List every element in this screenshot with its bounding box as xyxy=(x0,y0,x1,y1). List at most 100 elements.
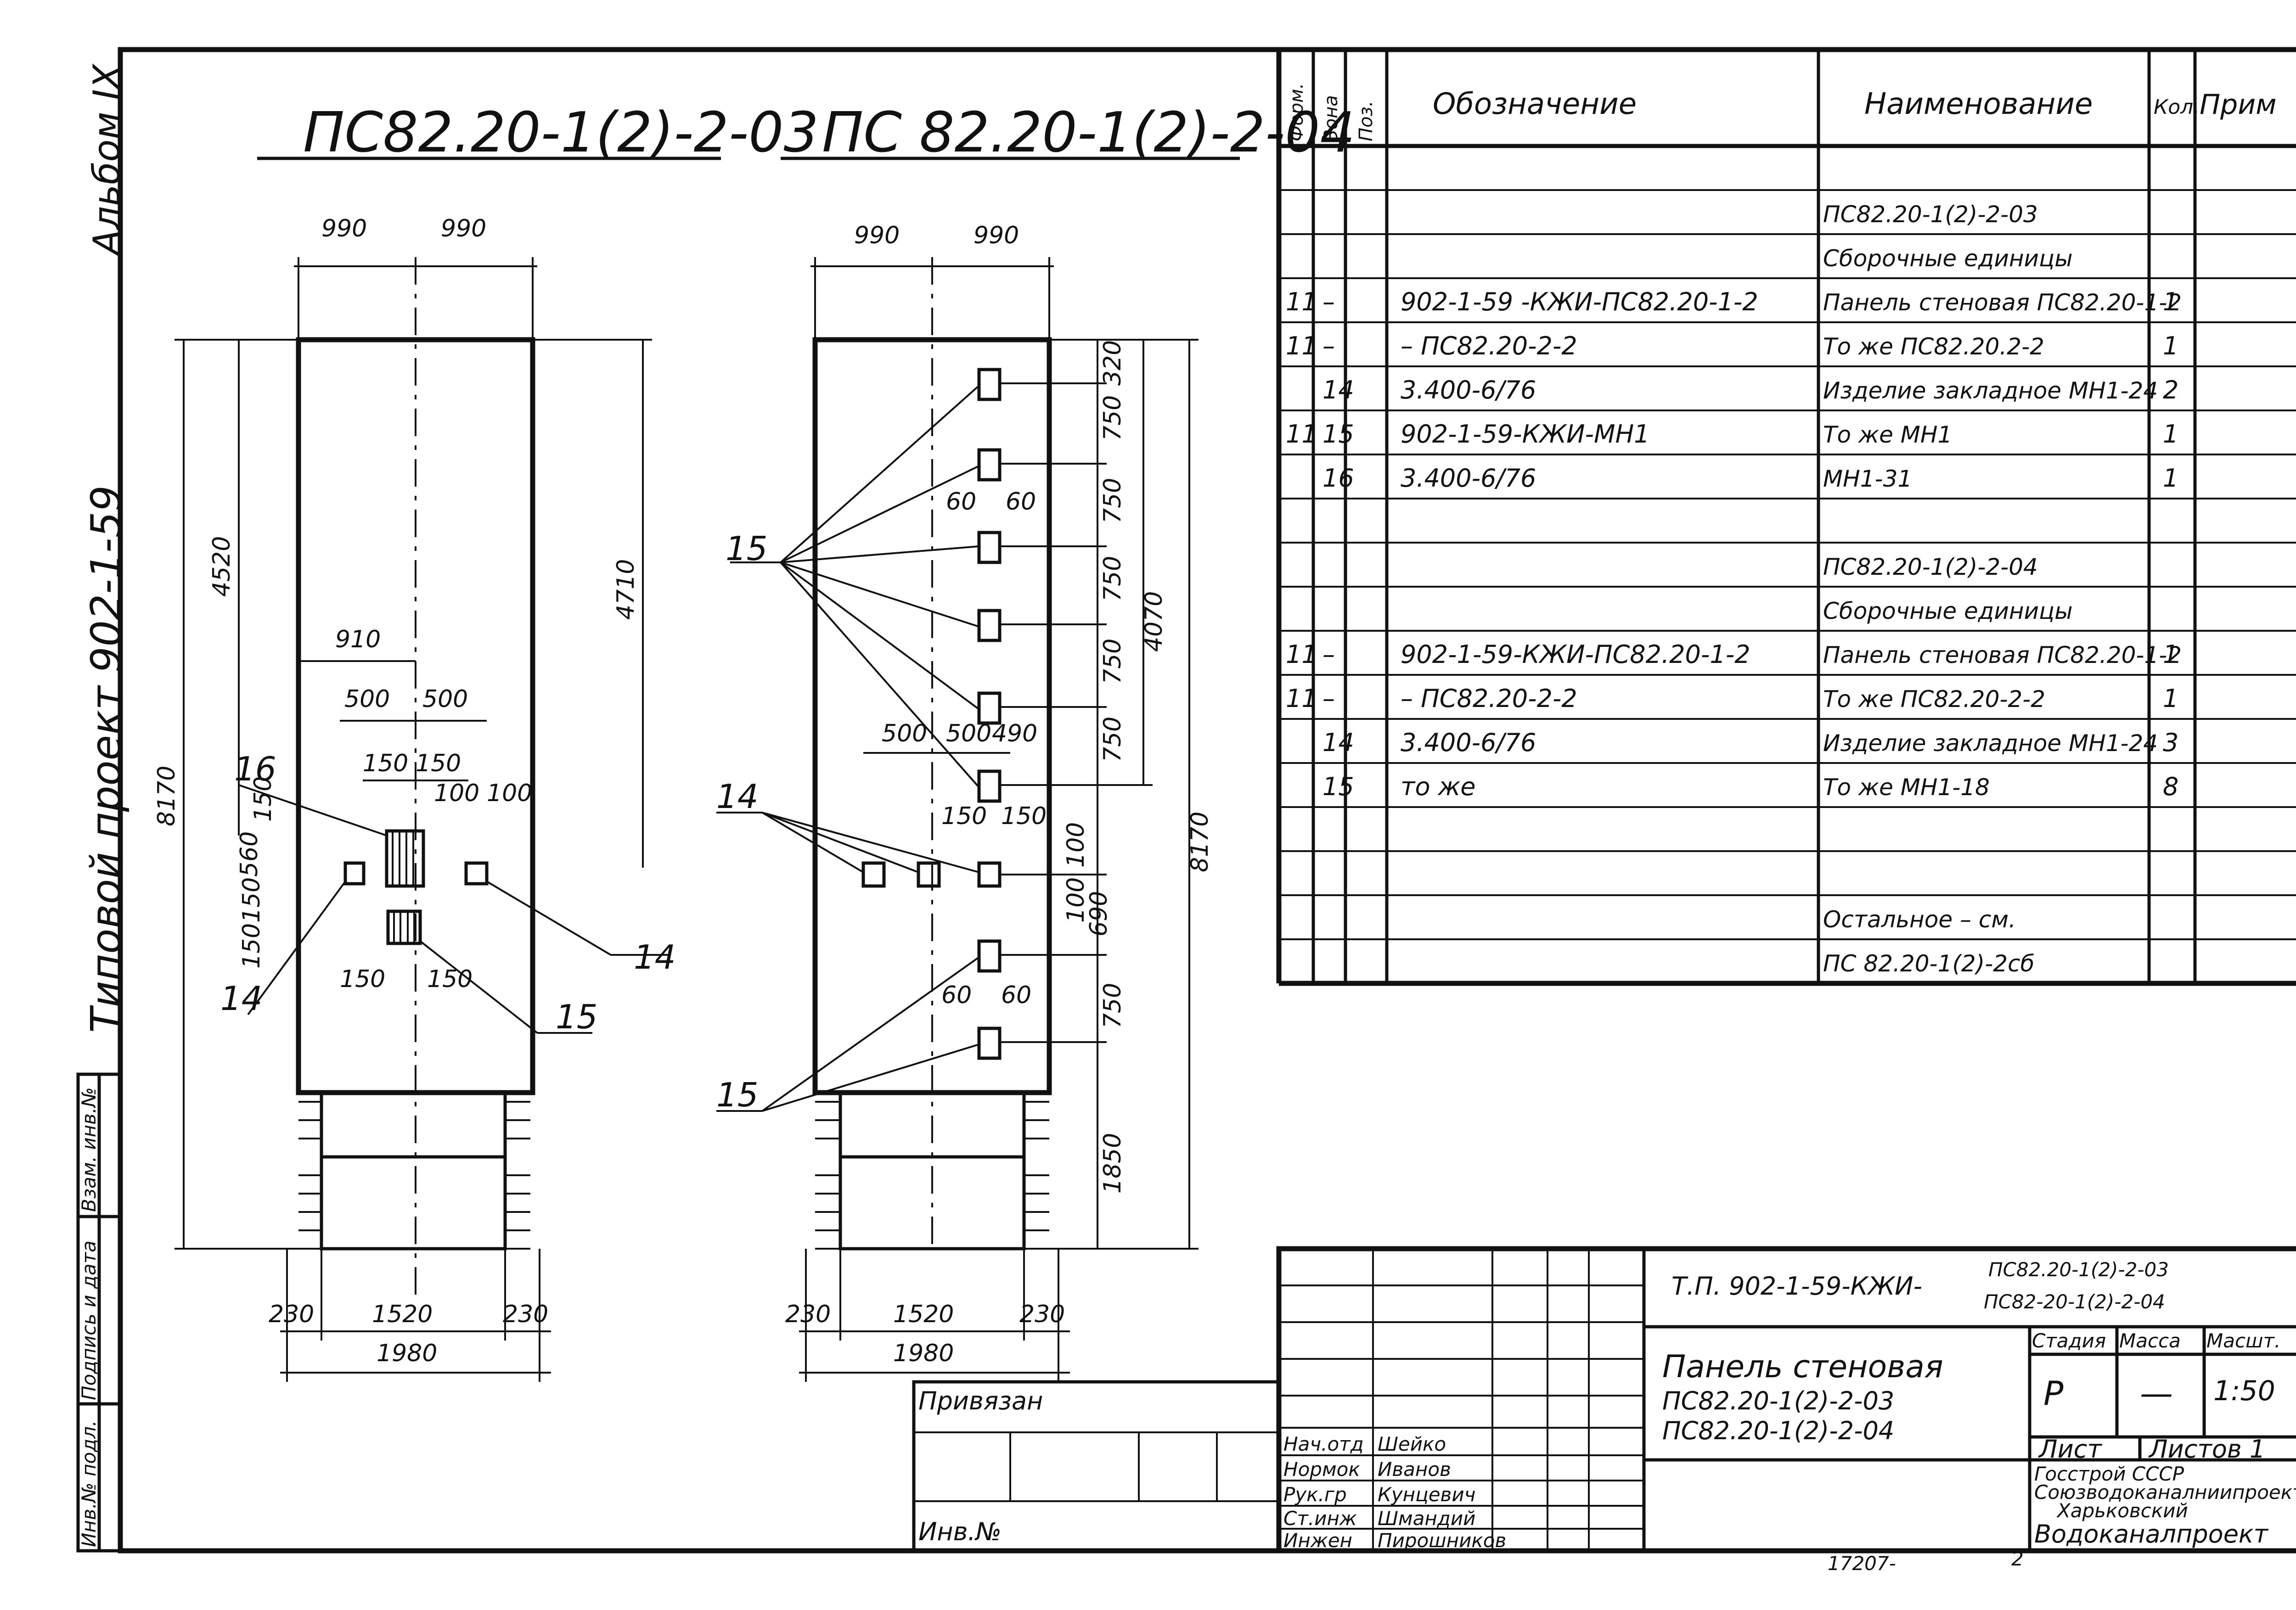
cell-zone: – xyxy=(1322,331,1335,360)
doc-number: 17207- xyxy=(1828,1552,1896,1575)
cell-name: То же МН1-18 xyxy=(1823,774,1990,801)
callout-14: 14 xyxy=(634,938,676,976)
project-label: Типовой проект 902-1-59 xyxy=(82,485,130,1033)
cell-name: ПС 82.20-1(2)-2сб xyxy=(1823,950,2034,977)
cell-designation: 902-1-59 -КЖИ-ПС82.20-1-2 xyxy=(1401,287,1758,316)
embedded-part-14-left xyxy=(343,861,366,886)
view-1-title: ПС82.20-1(2)-2-03 xyxy=(303,101,819,165)
staff-name: Иванов xyxy=(1378,1458,1451,1481)
embedded-part-15 xyxy=(977,691,1002,725)
dim-text: 560 xyxy=(236,831,263,877)
sheets-label: Листов 1 xyxy=(2148,1435,2265,1464)
staff-name: Шейко xyxy=(1378,1433,1446,1455)
org-line: Харьковский xyxy=(2056,1499,2188,1522)
view-panel-04: ПС 82.20-1(2)-2-04 xyxy=(716,101,1355,1382)
cell-zone: 14 xyxy=(1322,376,1354,404)
dim-text: 4710 xyxy=(612,559,640,620)
cell-format: 11 xyxy=(1286,287,1317,316)
dim-text: 230 xyxy=(785,1301,831,1328)
embedded-part-15 xyxy=(977,368,1002,401)
cell-format: 11 xyxy=(1286,420,1317,449)
cell-qty: 3 xyxy=(2163,728,2178,757)
side-stamp: Альбом IX Типовой проект 902-1-59 Инв.№ … xyxy=(76,63,130,1553)
cell-name: То же ПС82.20-2-2 xyxy=(1823,686,2045,712)
dim-text: 150 xyxy=(340,965,385,993)
scale-value: 1:50 xyxy=(2213,1375,2275,1407)
dim-text: 150 xyxy=(238,923,265,969)
staff-role: Нач.отд xyxy=(1283,1433,1364,1455)
page-number: 2 xyxy=(2011,1548,2024,1570)
cell-zone: 15 xyxy=(1322,772,1354,801)
doc-code-b: ПС82-20-1(2)-2-04 xyxy=(1984,1290,2165,1313)
cell-designation: – ПС82.20-2-2 xyxy=(1401,331,1577,360)
header-name: Наименование xyxy=(1864,87,2093,121)
cell-designation: 3.400-6/76 xyxy=(1401,464,1536,493)
embedded-part-15 xyxy=(977,448,1002,482)
dim-text: 1980 xyxy=(893,1340,954,1367)
embedded-part-16 xyxy=(385,829,425,888)
cell-designation: 3.400-6/76 xyxy=(1401,728,1536,757)
dim-text: 750 xyxy=(1099,395,1126,441)
bound-label: Привязан xyxy=(918,1386,1043,1415)
dim-text: 150 xyxy=(416,750,461,777)
dim-text: 4070 xyxy=(1140,591,1168,652)
dim-text: 150 xyxy=(941,802,987,830)
stage-header: Стадия xyxy=(2032,1330,2106,1352)
cell-qty: 1 xyxy=(2163,464,2178,493)
view-2-title: ПС 82.20-1(2)-2-04 xyxy=(822,101,1355,165)
cell-qty: 1 xyxy=(2163,420,2178,449)
dim-text: 500 xyxy=(882,720,927,747)
embedded-part-15 xyxy=(977,531,1002,564)
dim-text: 60 xyxy=(1001,982,1031,1009)
cell-qty: 8 xyxy=(2163,772,2178,801)
cell-zone: – xyxy=(1322,287,1335,316)
dim-text: 150 xyxy=(1001,802,1047,830)
dim-text: 490 xyxy=(992,720,1037,747)
cell-name: То же МН1 xyxy=(1823,421,1952,448)
header-qty: Кол. xyxy=(2154,95,2200,119)
cell-designation: 902-1-59-КЖИ-МН1 xyxy=(1401,420,1650,449)
dim-text: 750 xyxy=(1099,556,1126,601)
cell-name: Изделие закладное МН1-24 xyxy=(1823,377,2158,404)
cell-name: ПС82.20-1(2)-2-03 xyxy=(1823,201,2038,228)
dim-text: 150 xyxy=(427,965,473,993)
embedded-part-14 xyxy=(917,861,941,888)
dim-text: 150 xyxy=(238,877,265,923)
embedded-part-14-right xyxy=(464,861,489,886)
dim-text: 750 xyxy=(1099,717,1126,762)
dim-text: 100 xyxy=(434,780,479,807)
title-block: Привязан Инв.№ Нач.отд Шейко Нормок Иван… xyxy=(912,1246,2296,1575)
cell-designation: 3.400-6/76 xyxy=(1401,376,1536,404)
callout-14: 14 xyxy=(220,979,263,1018)
cell-qty: 1 xyxy=(2163,684,2178,713)
dim-text: 150 xyxy=(363,750,408,777)
cell-designation: то же xyxy=(1401,772,1476,801)
dim-text: 1850 xyxy=(1099,1133,1126,1194)
dim-text: 100 xyxy=(1062,822,1090,868)
doc-code-a: ПС82.20-1(2)-2-03 xyxy=(1988,1258,2169,1281)
callout-15: 15 xyxy=(556,998,598,1036)
dim-text: 230 xyxy=(1019,1301,1065,1328)
scale-header: Масшт. xyxy=(2206,1330,2280,1352)
dim-text: 230 xyxy=(503,1301,548,1328)
header-format: Форм. xyxy=(1286,83,1307,141)
cell-name: Остальное – см. xyxy=(1823,906,2016,933)
embedded-part-15 xyxy=(977,939,1002,973)
dim-text: 990 xyxy=(974,222,1019,249)
drawing-name-3: ПС82.20-1(2)-2-04 xyxy=(1662,1416,1894,1445)
drawing-name: Панель стеновая xyxy=(1662,1349,1943,1385)
cell-format: 11 xyxy=(1286,640,1317,669)
staff-name: Кунцевич xyxy=(1378,1483,1475,1506)
doc-code-prefix: Т.П. 902-1-59-КЖИ- xyxy=(1671,1272,1922,1301)
dim-text: 8170 xyxy=(153,766,180,826)
embedded-part-15 xyxy=(386,909,422,945)
dim-text: 1520 xyxy=(372,1301,433,1328)
staff-role: Рук.гр xyxy=(1283,1483,1347,1506)
embedded-part-14 xyxy=(977,861,1002,888)
cell-name: То же ПС82.20.2-2 xyxy=(1823,333,2044,360)
dim-text: 750 xyxy=(1099,983,1126,1028)
dim-text: 1520 xyxy=(893,1301,954,1328)
dim-text: 100 xyxy=(1062,877,1090,923)
cell-name: ПС82.20-1(2)-2-04 xyxy=(1823,554,2038,580)
dim-text: 60 xyxy=(1006,488,1036,516)
